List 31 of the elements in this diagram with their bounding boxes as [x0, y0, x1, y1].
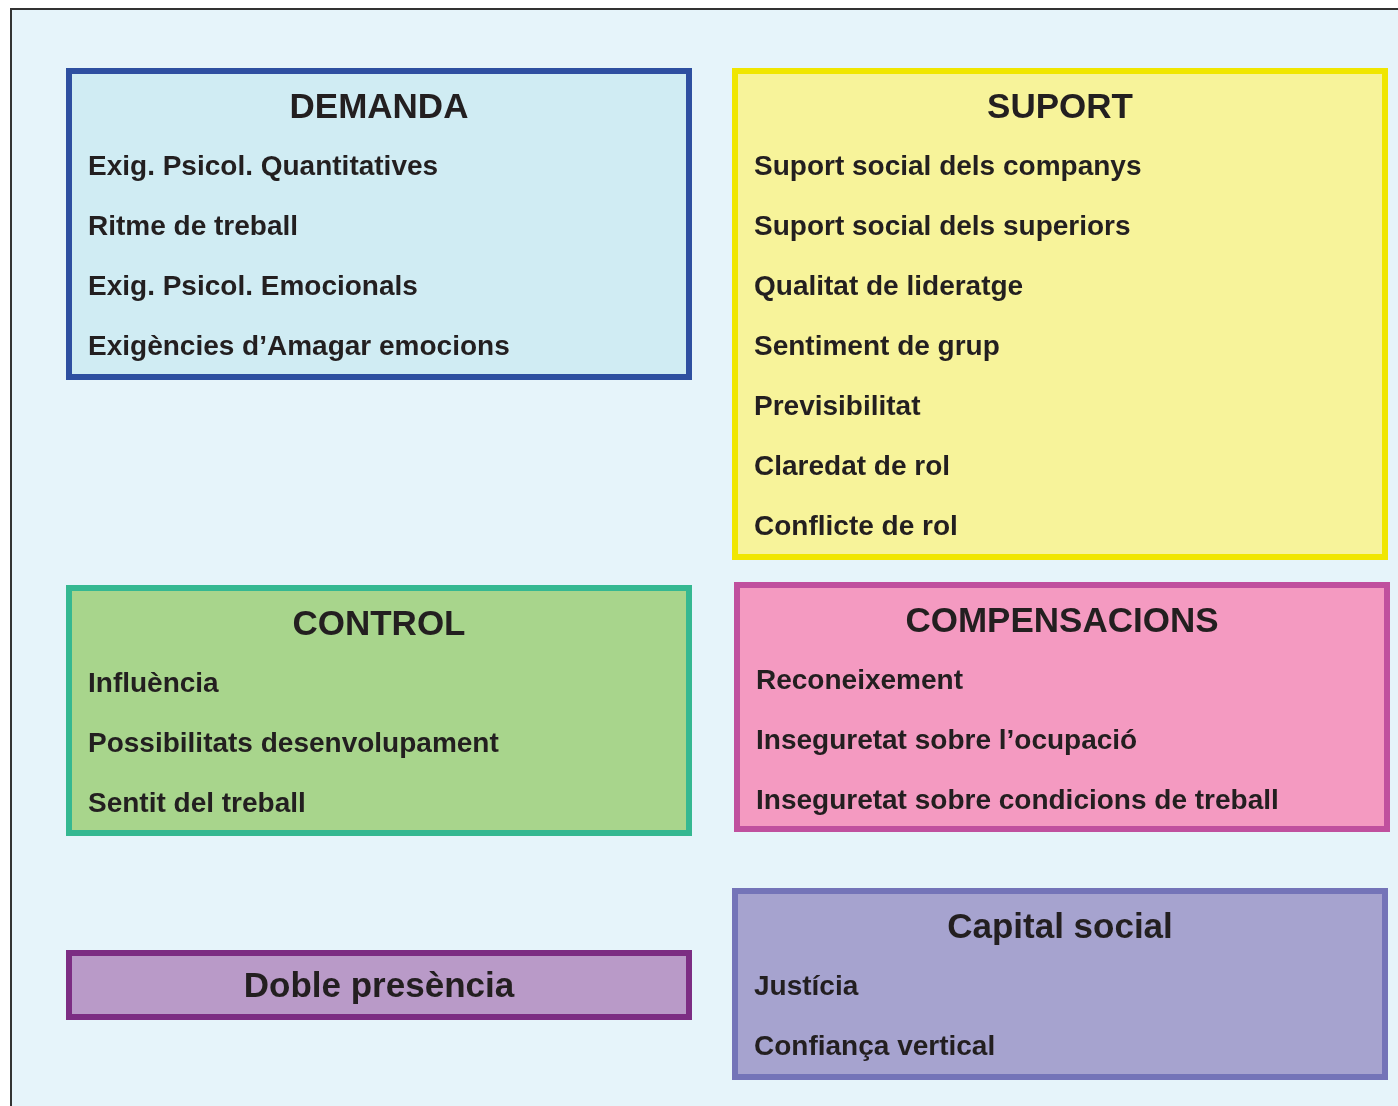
list-item: Conflicte de rol: [754, 509, 958, 543]
list-item: Qualitat de lideratge: [754, 269, 1024, 303]
list-item: Reconeixement: [756, 663, 963, 697]
category-box: [66, 585, 692, 836]
box-heading: DEMANDA: [289, 86, 469, 126]
list-item: Exig. Psicol. Quantitatives: [88, 149, 439, 183]
list-item: Exig. Psicol. Emocionals: [88, 269, 418, 303]
box-heading: SUPORT: [987, 86, 1133, 126]
list-item: Confiança vertical: [754, 1029, 996, 1063]
list-item: Suport social dels companys: [754, 149, 1142, 183]
box-heading: Doble presència: [243, 965, 515, 1005]
list-item: Inseguretat sobre condicions de treball: [756, 783, 1279, 817]
list-item: Exigències d’Amagar emocions: [88, 329, 510, 363]
list-item: Influència: [88, 666, 219, 700]
list-item: Suport social dels superiors: [754, 209, 1131, 243]
category-box: [734, 582, 1390, 832]
list-item: Sentiment de grup: [754, 329, 1000, 363]
list-item: Ritme de treball: [88, 209, 299, 243]
box-heading: CONTROL: [292, 603, 466, 643]
list-item: Justícia: [754, 969, 859, 1003]
category-box: [732, 68, 1388, 560]
list-item: Claredat de rol: [754, 449, 951, 483]
box-heading: Capital social: [947, 906, 1173, 946]
list-item: Inseguretat sobre l’ocupació: [756, 723, 1138, 757]
list-item: Possibilitats desenvolupament: [88, 726, 499, 760]
list-item: Sentit del treball: [88, 786, 306, 820]
category-box: [66, 68, 692, 380]
box-heading: COMPENSACIONS: [905, 600, 1219, 640]
category-box: [66, 950, 692, 1020]
category-box: [732, 888, 1388, 1080]
list-item: Previsibilitat: [754, 389, 921, 423]
